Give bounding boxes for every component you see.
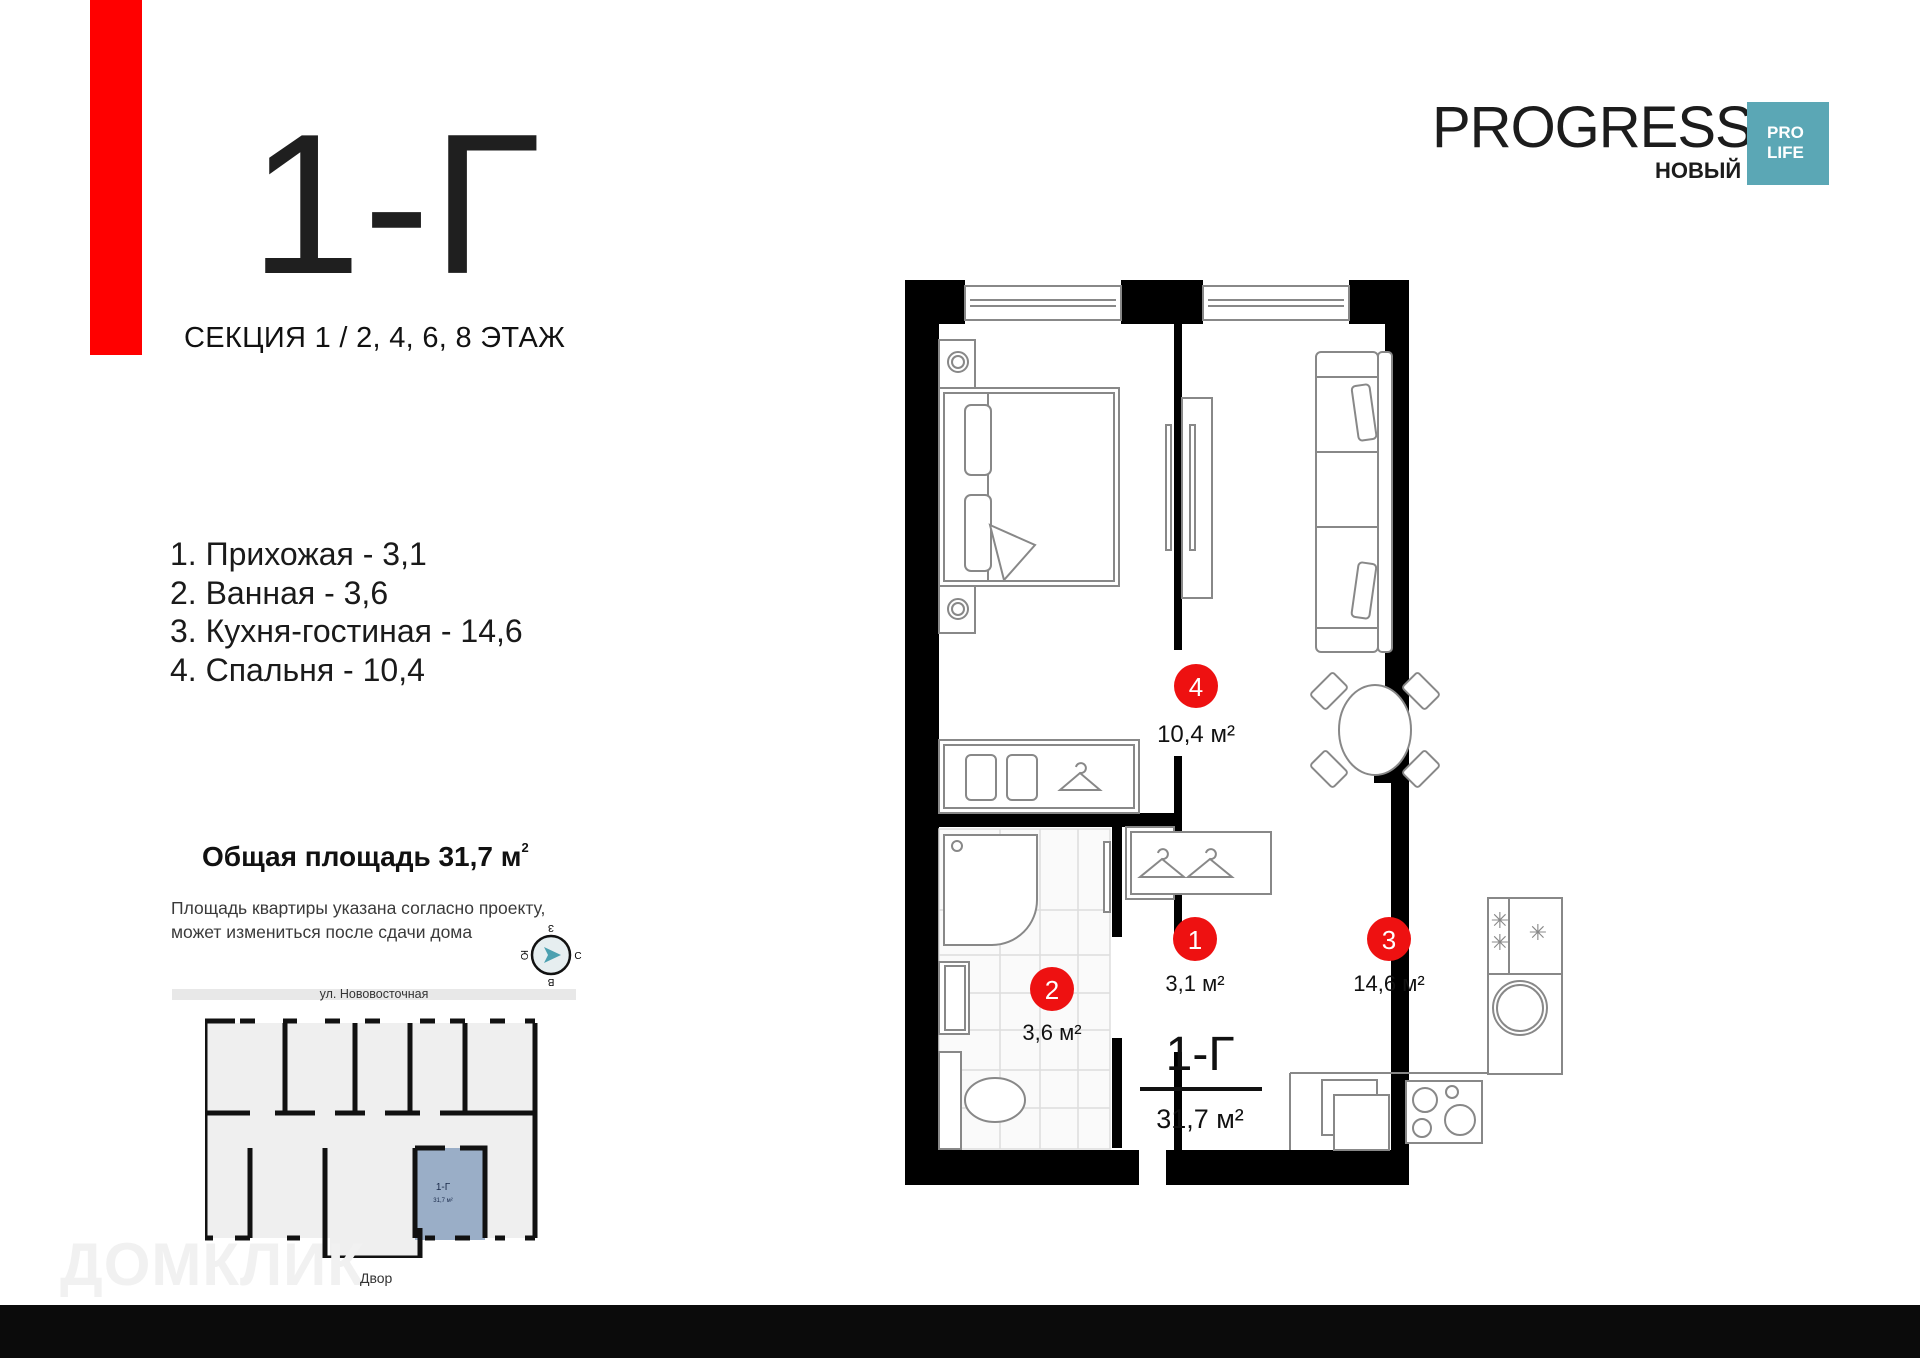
svg-text:14,6 м²: 14,6 м² (1353, 971, 1424, 996)
svg-text:С: С (574, 951, 581, 962)
apartment-code-title: 1-Г (250, 93, 543, 316)
svg-text:10,4 м²: 10,4 м² (1157, 721, 1235, 748)
room-legend-item: 1. Прихожая - 3,1 (170, 536, 427, 572)
room-marker-4: 4 10,4 м² (1157, 664, 1235, 748)
room-marker-2: 2 3,6 м² (1022, 967, 1082, 1045)
area-disclaimer: Площадь квартиры указана согласно проект… (171, 898, 546, 942)
svg-text:В: В (547, 976, 554, 987)
svg-text:1-Г: 1-Г (436, 1182, 451, 1193)
room-legend-item: 2. Ванная - 3,6 (170, 574, 389, 611)
floorplan-code: 1-Г (1166, 1028, 1235, 1081)
yard-label: Двор (360, 1270, 393, 1286)
brand-logo-subtitle: НОВЫЙ (1655, 158, 1742, 183)
svg-text:✳: ✳ (1491, 908, 1509, 933)
section-floors: СЕКЦИЯ 1 / 2, 4, 6, 8 ЭТАЖ (184, 322, 566, 354)
footer-bar (0, 1305, 1920, 1358)
svg-text:31,7 м²: 31,7 м² (433, 1198, 452, 1204)
total-area: Общая площадь 31,7 м2 (202, 840, 529, 872)
floorplan-total-area: 31,7 м² (1156, 1104, 1244, 1134)
domclick-watermark: ДОМКЛИК (60, 1231, 365, 1298)
svg-text:4: 4 (1189, 672, 1203, 702)
svg-text:✳: ✳ (1529, 920, 1547, 945)
highlighted-apartment (415, 1148, 485, 1240)
room-marker-1: 1 3,1 м² (1165, 917, 1225, 996)
room-legend-item: 3. Кухня-гостиная - 14,6 (170, 613, 523, 649)
room-marker-3: 3 14,6 м² (1353, 917, 1425, 996)
site-plan: 1-Г 31,7 м² (205, 1018, 538, 1258)
compass-icon: З С В Ю (518, 922, 582, 987)
svg-text:3: 3 (1382, 925, 1396, 955)
svg-text:✳: ✳ (1491, 930, 1509, 955)
brand-logo-text: PROGRESS (1432, 95, 1754, 160)
svg-text:Ю: Ю (518, 950, 529, 960)
svg-text:3,6 м²: 3,6 м² (1022, 1020, 1081, 1045)
street-label: ул. Нововосточная (172, 988, 576, 1000)
svg-text:2: 2 (1045, 975, 1059, 1005)
svg-text:З: З (548, 922, 554, 933)
floor-plan: ✳ ✳ ✳ 4 10,4 м² 1 3,1 м² 3 14,6 м² 2 3,6… (905, 280, 1563, 1185)
room-legend-item: 4. Спальня - 10,4 (170, 651, 425, 688)
svg-text:3,1 м²: 3,1 м² (1165, 971, 1224, 996)
accent-bar (90, 0, 142, 355)
brand-badge: PRO LIFE (1747, 102, 1829, 185)
rooms-legend: 1. Прихожая - 3,1 2. Ванная - 3,6 3. Кух… (170, 535, 523, 689)
svg-text:1: 1 (1188, 925, 1202, 955)
